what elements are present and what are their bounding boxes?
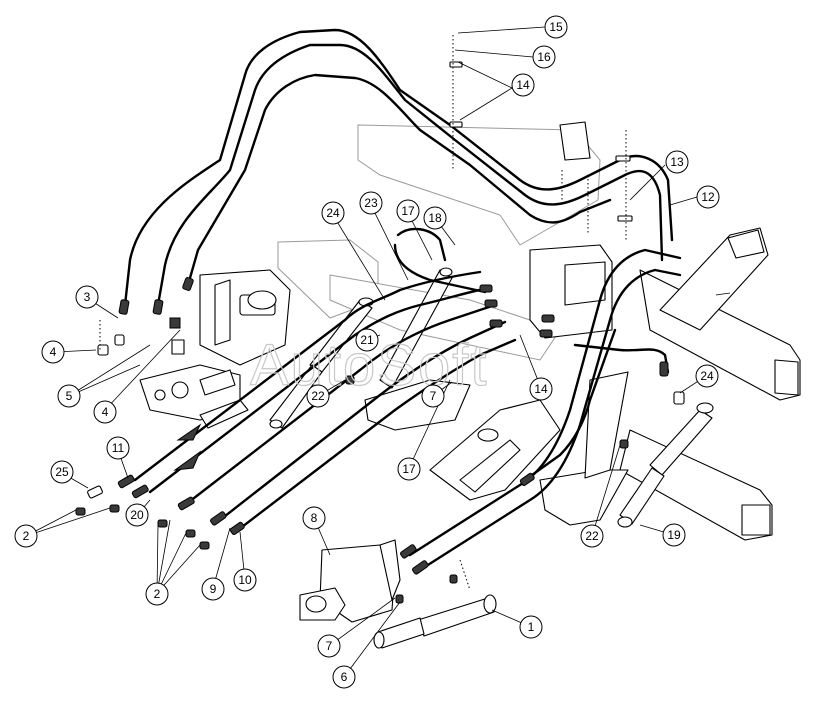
callout-13: 13 <box>665 150 689 174</box>
callout-25: 25 <box>50 460 74 484</box>
hydraulic-cylinder-19 <box>617 402 714 528</box>
svg-text:10: 10 <box>238 573 252 587</box>
callout-10: 10 <box>233 568 257 592</box>
hydraulic-cylinder-1 <box>373 594 497 649</box>
svg-text:13: 13 <box>670 155 684 169</box>
callout-19: 19 <box>662 523 686 547</box>
callout-24: 24 <box>695 364 719 388</box>
hose-fittings <box>117 277 669 575</box>
svg-text:2: 2 <box>23 529 30 543</box>
svg-text:19: 19 <box>667 528 681 542</box>
callout-23: 23 <box>359 191 383 215</box>
callout-11: 11 <box>106 436 130 460</box>
svg-text:4: 4 <box>102 405 109 419</box>
svg-text:21: 21 <box>360 333 374 347</box>
svg-text:9: 9 <box>210 582 217 596</box>
callout-15: 15 <box>544 15 568 39</box>
callout-24: 24 <box>321 201 345 225</box>
svg-text:18: 18 <box>428 211 442 225</box>
svg-text:22: 22 <box>585 529 599 543</box>
direction-arrows <box>173 423 202 471</box>
callout-2: 2 <box>145 582 169 606</box>
svg-text:17: 17 <box>401 204 415 218</box>
callouts: 15 16 14 13 12 24 23 17 <box>14 15 720 689</box>
svg-text:24: 24 <box>700 369 714 383</box>
assembly-lines <box>99 35 627 591</box>
svg-text:3: 3 <box>84 290 91 304</box>
callout-12: 12 <box>696 185 720 209</box>
svg-text:23: 23 <box>364 196 378 210</box>
svg-text:7: 7 <box>430 389 437 403</box>
svg-text:14: 14 <box>516 78 530 92</box>
valve-block <box>139 269 291 429</box>
svg-text:6: 6 <box>341 670 348 684</box>
svg-text:25: 25 <box>55 465 69 479</box>
callout-8: 8 <box>302 506 326 530</box>
svg-text:16: 16 <box>537 50 551 64</box>
callout-2: 2 <box>14 524 38 548</box>
callout-7: 7 <box>317 634 341 658</box>
svg-text:11: 11 <box>112 441 125 455</box>
svg-text:1: 1 <box>528 620 535 634</box>
callout-16: 16 <box>532 45 556 69</box>
svg-text:17: 17 <box>402 462 416 476</box>
svg-text:8: 8 <box>311 511 318 525</box>
svg-text:7: 7 <box>326 639 333 653</box>
svg-text:24: 24 <box>326 206 340 220</box>
svg-text:12: 12 <box>701 190 715 204</box>
callout-9: 9 <box>201 577 225 601</box>
callout-1: 1 <box>519 615 543 639</box>
callout-22: 22 <box>306 384 330 408</box>
callout-5: 5 <box>57 384 81 408</box>
callout-4: 4 <box>93 400 117 424</box>
callout-17: 17 <box>397 457 421 481</box>
callout-3: 3 <box>75 285 99 309</box>
callout-22: 22 <box>580 524 604 548</box>
callout-7: 7 <box>421 384 445 408</box>
callout-21: 21 <box>355 328 379 352</box>
svg-text:2: 2 <box>154 587 161 601</box>
callout-20: 20 <box>125 503 149 527</box>
svg-text:14: 14 <box>534 382 548 396</box>
callout-14: 14 <box>511 73 535 97</box>
callout-18: 18 <box>423 206 447 230</box>
svg-text:4: 4 <box>50 345 57 359</box>
callout-4: 4 <box>41 340 65 364</box>
svg-text:20: 20 <box>130 508 144 522</box>
callout-17: 17 <box>396 199 420 223</box>
svg-text:15: 15 <box>549 20 563 34</box>
callout-14: 14 <box>529 377 553 401</box>
svg-text:5: 5 <box>66 389 73 403</box>
callout-6: 6 <box>332 665 356 689</box>
svg-text:22: 22 <box>311 389 325 403</box>
